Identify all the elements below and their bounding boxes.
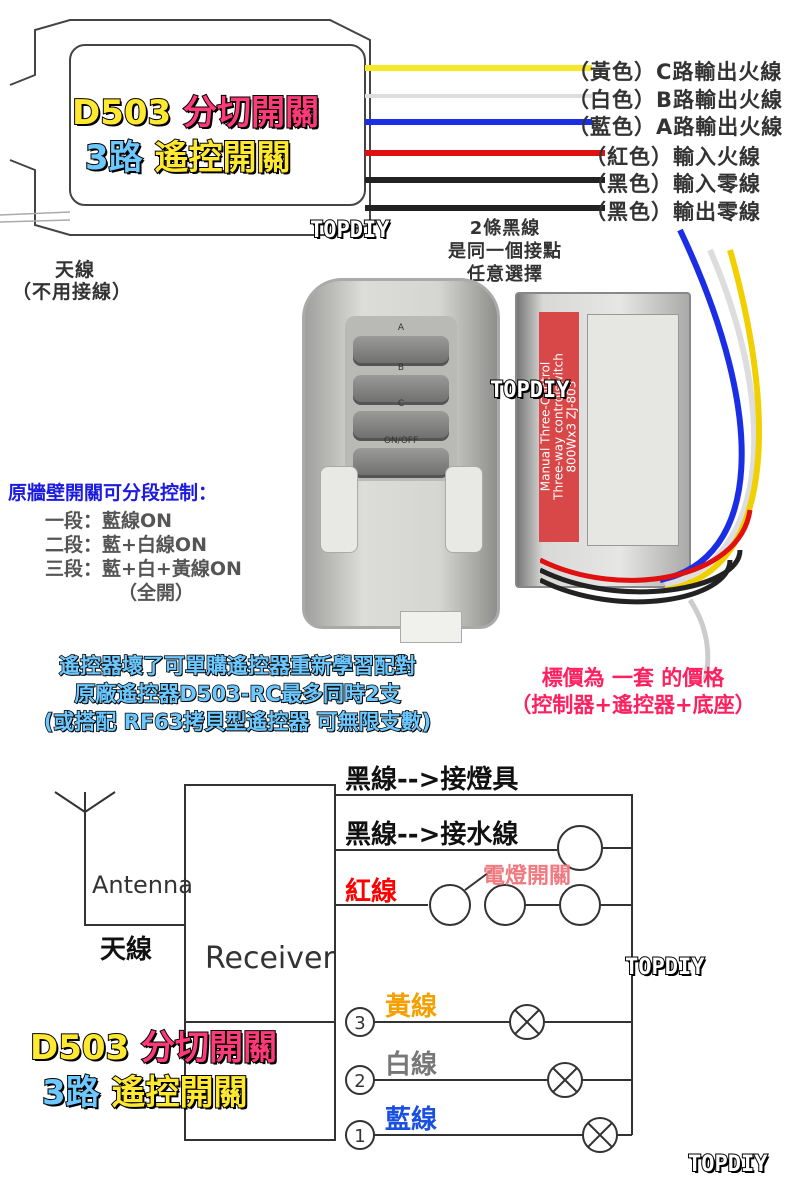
- remote-label-a: A: [397, 323, 405, 333]
- wire-label-black-in: （黑色）輸入零線: [585, 172, 761, 196]
- antenna-cn-label: 天線: [100, 934, 152, 965]
- module-drawing: [0, 19, 605, 236]
- wire-label-blue: （藍色）A路輸出火線: [568, 115, 784, 139]
- watermark: TOPDIY: [624, 954, 705, 981]
- antenna-note: 天線: [55, 259, 96, 281]
- yellow-wire-label: 黃線: [385, 991, 437, 1022]
- wire-label-black-out: （黑色）輸出零線: [585, 200, 761, 224]
- black-wire-neutral-label: 黑線-->接水線: [345, 819, 518, 850]
- wall-switch-heading: 原牆壁開關可分段控制：: [8, 482, 218, 504]
- receiver-label: Receiver: [205, 941, 335, 976]
- antenna-label: Antenna: [92, 871, 193, 899]
- remote-label-c: C: [397, 399, 405, 409]
- remote-note: 遙控器壞了可單購遙控器重新學習配對原廠遙控器D503-RC最多同時2支(或搭配 …: [43, 653, 432, 735]
- white-wire-label: 白線: [385, 1049, 437, 1080]
- title-line1: D503 分切開關: [71, 85, 320, 134]
- black-wire-note: 2條黑線是同一個接點任意選擇: [448, 218, 562, 285]
- wire-label-white: （白色）B路輸出火線: [568, 88, 784, 112]
- antenna-note-sub: （不用接線）: [12, 281, 133, 303]
- remote-button-c[interactable]: [353, 411, 449, 441]
- remote-control: A B C ON/OFF: [302, 278, 500, 643]
- output-num-1: 1: [354, 1126, 365, 1147]
- title-model: D503: [71, 92, 172, 134]
- output-num-2: 2: [354, 1071, 365, 1092]
- remote-label-b: B: [397, 363, 405, 373]
- wall-switch-note: （全開）: [118, 582, 195, 604]
- wire-label-yellow: （黃色）C路輸出火線: [568, 60, 783, 84]
- title-remote: 遙控開關: [154, 137, 292, 179]
- wall-switch-step-3: 三段：藍+白+黃線ON: [45, 558, 242, 580]
- holder-clip-right: [445, 466, 483, 553]
- holder-clip-left: [320, 466, 358, 553]
- blue-wire-label: 藍線: [385, 1104, 437, 1135]
- watermark: TOPDIY: [309, 217, 390, 244]
- wire-label-red: （紅色）輸入火線: [585, 145, 761, 169]
- red-wire-label: 紅線: [345, 876, 397, 907]
- watermark: TOPDIY: [489, 377, 570, 404]
- lamp-icon: [552, 1067, 578, 1093]
- receiver-box: [184, 784, 336, 1141]
- black-wire-lamp-label: 黑線-->接燈具: [345, 764, 518, 795]
- title-type: 分切開關: [182, 92, 320, 134]
- wiring-diagram: 3 2 1 Antenna 天線 Receiver 黑線-->接燈具 黑線-->…: [54, 764, 633, 1153]
- title-line2: 3路 遙控開關: [84, 130, 292, 179]
- antenna-symbol: [54, 791, 185, 926]
- output-num-3: 3: [354, 1013, 365, 1034]
- lamp-icon: [587, 1122, 613, 1148]
- controller-wires: [540, 228, 763, 680]
- price-note: 標價為 一套 的價格（控制器+遙控器+底座）: [510, 666, 756, 717]
- switch-label: 電燈開關: [483, 864, 571, 889]
- diagram-title-line2: 3路 遙控開關: [41, 1072, 249, 1114]
- lamp-icon: [514, 1009, 540, 1035]
- wall-switch-step-2: 二段：藍+白線ON: [45, 534, 207, 556]
- wall-switch-step-1: 一段：藍線ON: [45, 510, 173, 532]
- watermark: TOPDIY: [687, 1151, 768, 1178]
- remote-label-onoff: ON/OFF: [383, 436, 419, 446]
- switch-lever: [464, 869, 493, 891]
- remote-button-a[interactable]: [353, 336, 449, 366]
- remote-button-onoff[interactable]: [353, 448, 449, 478]
- title-ways: 3路: [84, 137, 144, 179]
- remote-button-b[interactable]: [353, 375, 449, 405]
- diagram-title-line1: D503 分切開關: [29, 1027, 278, 1069]
